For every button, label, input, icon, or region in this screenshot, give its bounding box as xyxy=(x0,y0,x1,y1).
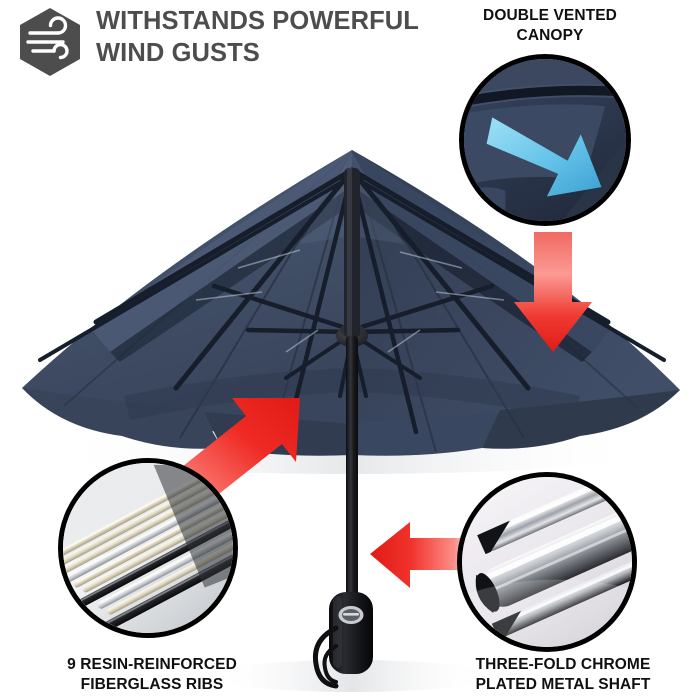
rib-highlights xyxy=(195,249,505,353)
wind-gust-hexagon-icon xyxy=(14,6,86,78)
callout-label-double-vented-canopy: DOUBLE VENTED CANOPY xyxy=(483,7,617,44)
inset-chrome-shaft xyxy=(457,472,637,652)
umbrella-shaft xyxy=(346,336,358,602)
inset-fiberglass-ribs xyxy=(58,458,238,638)
page-title: WITHSTANDS POWERFUL WIND GUSTS xyxy=(96,7,419,68)
umbrella-hub xyxy=(336,168,368,347)
inset-double-vented-canopy xyxy=(459,54,631,226)
callout-label-chrome-shaft: THREE-FOLD CHROME PLATED METAL SHAFT xyxy=(475,656,651,693)
callout-label-fiberglass-ribs: 9 RESIN-REINFORCED FIBERGLASS RIBS xyxy=(67,656,237,693)
umbrella-handle xyxy=(312,592,373,689)
header-banner: WITHSTANDS POWERFUL WIND GUSTS xyxy=(0,0,700,80)
